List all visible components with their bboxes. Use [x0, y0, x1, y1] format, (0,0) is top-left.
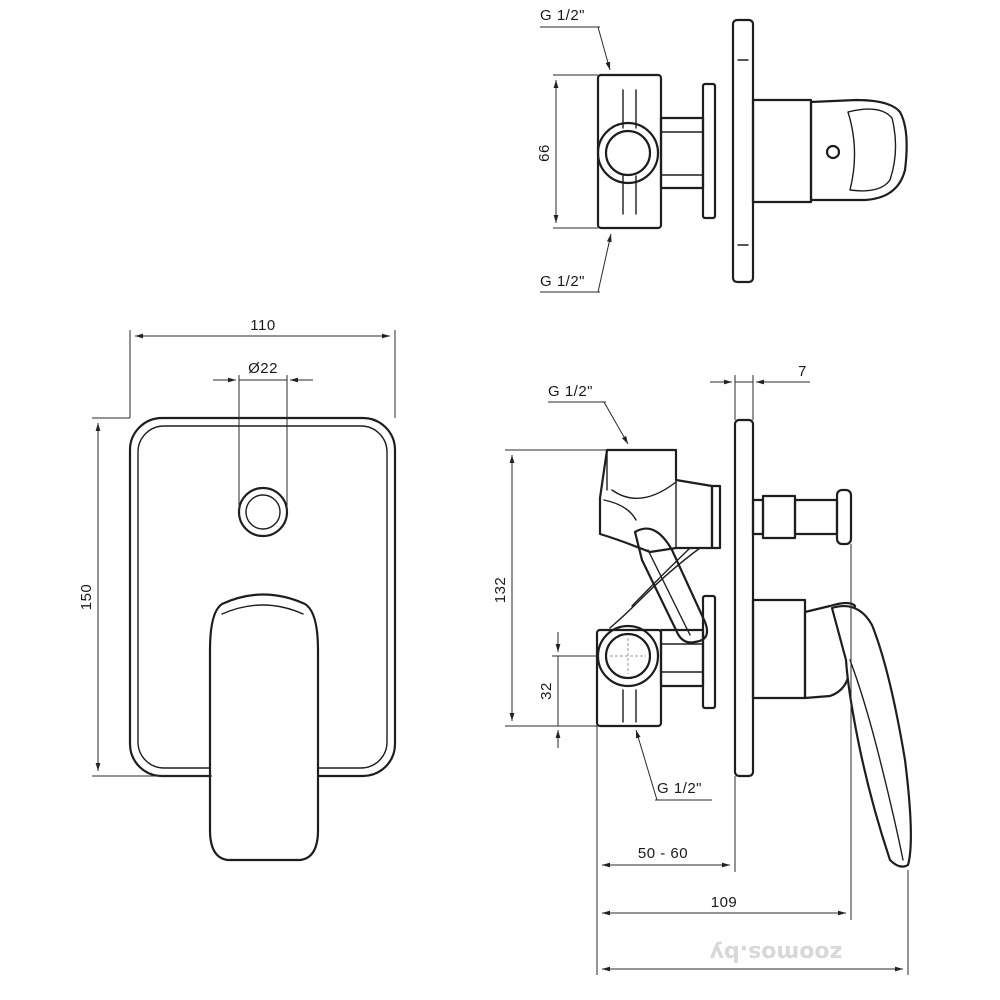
top-knob	[809, 98, 908, 202]
side-depth-total-label: 109	[711, 894, 738, 911]
front-height-label: 150	[78, 584, 95, 611]
side-lower-port-inner	[604, 632, 652, 680]
side-spindle-housing	[751, 598, 807, 700]
top-height-label: 66	[536, 144, 553, 162]
side-plate-label: 7	[798, 363, 807, 380]
side-thread-lower-label: G 1/2"	[657, 780, 702, 797]
top-spindle-housing	[751, 98, 813, 204]
front-lever-handle	[208, 593, 320, 862]
side-view: 7 132 32 G 1/2" G 1/2" 50 - 60 109	[492, 363, 912, 975]
watermark: zoomos.by	[710, 940, 843, 965]
front-width-label: 110	[250, 317, 275, 334]
side-depth-range-label: 50 - 60	[638, 845, 688, 862]
side-upper-outlet	[598, 448, 714, 554]
side-diverter-stem	[761, 494, 797, 540]
side-wall-plate	[733, 418, 755, 778]
top-thread-lower-label: G 1/2"	[540, 273, 585, 290]
side-diverter-collar	[751, 498, 765, 536]
top-knob-pin	[825, 144, 841, 160]
top-valve-body	[596, 73, 663, 230]
side-diverter-knob	[835, 488, 853, 546]
top-view: 66 G 1/2" G 1/2"	[536, 7, 908, 293]
watermark-text: zoomos.by	[710, 940, 843, 965]
side-height-label: 132	[492, 577, 509, 604]
side-upper-flange	[710, 484, 722, 550]
side-thread-upper-label: G 1/2"	[548, 383, 593, 400]
top-flange	[701, 82, 717, 220]
side-offset-label: 32	[538, 682, 555, 700]
top-connector	[659, 116, 705, 190]
front-view: 110 Ø22 150	[78, 317, 397, 862]
top-port-inner	[604, 129, 652, 177]
top-thread-upper-label: G 1/2"	[540, 7, 585, 24]
side-lower-flange	[701, 594, 717, 710]
side-lever-handle	[830, 604, 912, 868]
front-hole-label: Ø22	[248, 360, 278, 377]
top-port-outer	[596, 121, 660, 185]
side-crossing-pipe-a	[633, 527, 709, 644]
